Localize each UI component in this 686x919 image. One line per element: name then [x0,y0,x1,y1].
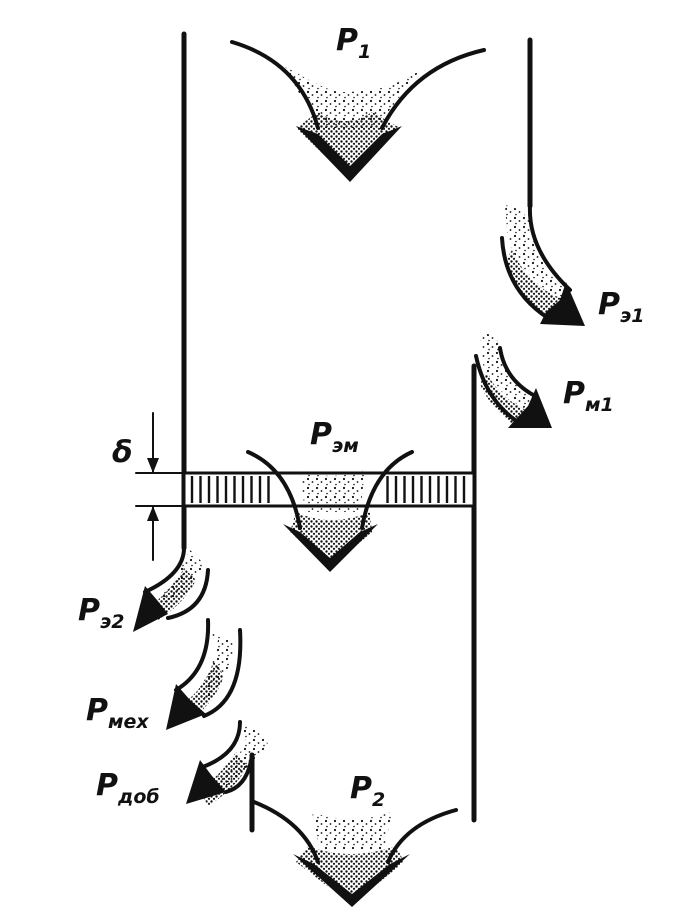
label-pe1: Pэ1 [598,287,644,327]
label-p1: P1 [336,23,371,63]
air-gap-hatching [190,476,466,503]
label-pe2: Pэ2 [78,593,124,633]
pe2-arrow [133,546,210,632]
delta-label: δ [112,435,133,470]
label-pem: Pэм [310,417,359,457]
label-pdob: Pдоб [96,768,160,808]
label-pm1: Pм1 [563,376,614,416]
pm1-arrow [474,332,552,428]
pmex-arrow [166,618,243,730]
label-p2: P2 [350,771,385,811]
label-pmex: Pмех [86,693,149,733]
labels: P1 Pэ1 Pм1 Pэм Pэ2 Pмех Pдоб P2 [78,23,644,811]
p1-arrow [230,40,486,182]
p2-arrow [252,800,458,907]
pem-arrow [246,450,414,572]
pdob-arrow [186,720,268,806]
gap-dimension: δ [112,412,185,561]
pe1-arrow [500,204,585,326]
frame-lines [181,31,533,833]
